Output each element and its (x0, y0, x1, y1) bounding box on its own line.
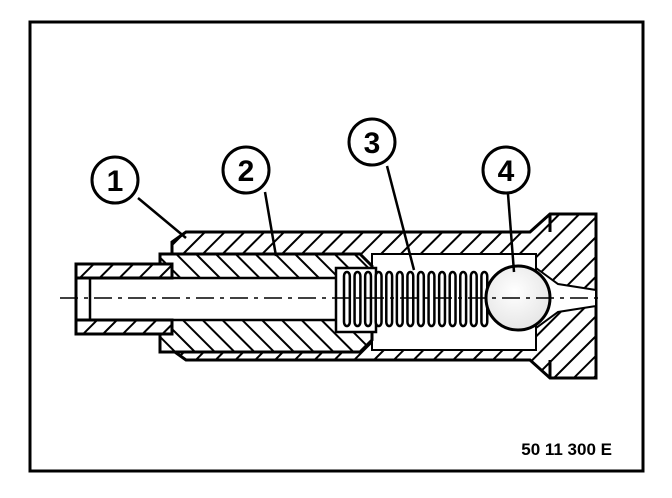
spring-coil (363, 270, 373, 328)
figure-code: 50 11 300 E (521, 440, 612, 459)
spring-coil (469, 270, 478, 328)
callout-3: 3 (347, 117, 397, 167)
spring (342, 270, 489, 328)
spring-coil (374, 270, 383, 328)
callout-3-label: 3 (364, 127, 381, 160)
callout-2-label: 2 (238, 155, 255, 188)
spring-coil (353, 270, 362, 328)
spring-coil (437, 270, 447, 328)
callout-1: 1 (90, 155, 140, 205)
spring-coil (416, 270, 426, 328)
spring-coil (406, 270, 415, 328)
callout-4: 4 (481, 145, 531, 195)
spring-coil (427, 270, 436, 328)
inlet-tube (74, 262, 174, 336)
callout-1-label: 1 (107, 165, 124, 198)
leader-lines (137, 165, 516, 273)
spring-coil (459, 270, 468, 328)
callout-2: 2 (221, 145, 271, 195)
spring-coil (342, 270, 352, 328)
spring-coil (385, 270, 394, 328)
callout-4-label: 4 (498, 155, 515, 188)
spring-coil (395, 270, 404, 328)
spring-coil (448, 270, 457, 328)
